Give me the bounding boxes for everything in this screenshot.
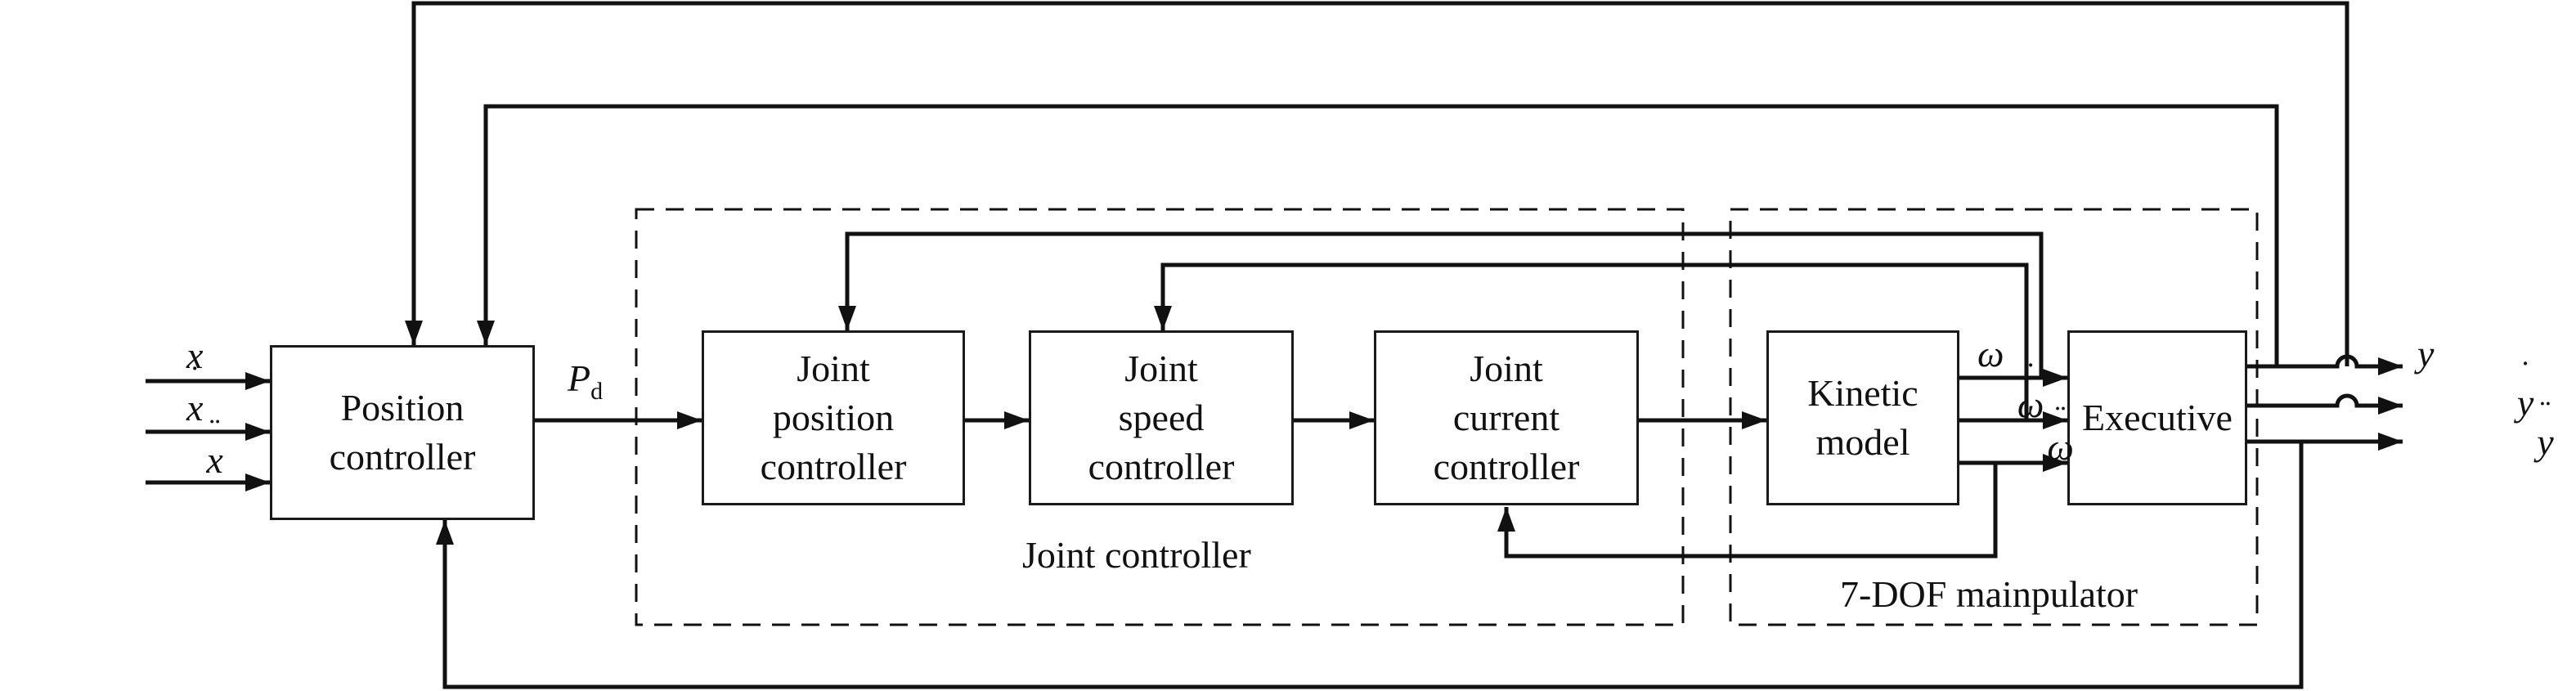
pd-subscript: d: [590, 378, 604, 406]
joint-current-controller-block: Joint current controller: [1374, 330, 1639, 505]
joint-current-controller-line-3: controller: [1433, 446, 1580, 487]
feedback-to-speed-controller: [1154, 262, 2029, 420]
joint-position-controller-line-2: position: [772, 397, 895, 438]
position-controller-line-2: controller: [329, 436, 476, 478]
kinetic-model-line-1: Kinetic: [1807, 372, 1919, 414]
feedback-y-top: [405, 1, 2349, 366]
joint-speed-controller-line-1: Joint: [1124, 348, 1198, 389]
input-label-x-ddot: x: [206, 442, 222, 479]
feedback-to-current-controller: [1497, 463, 1998, 559]
kinetic-model-block: Kinetic model: [1766, 330, 1959, 505]
kinetic-model-line-2: model: [1815, 421, 1910, 463]
joint-controller-group-border: [635, 208, 1685, 626]
executive-label: Executive: [2082, 397, 2233, 438]
output-label-y: y: [2417, 333, 2435, 375]
joint-position-controller-block: Joint position controller: [702, 330, 965, 505]
output-label-y-ddot: y: [2537, 424, 2553, 461]
manipulator-group-label: 7-DOF mainpulator: [1840, 573, 2138, 615]
joint-position-controller-line-3: controller: [760, 446, 907, 487]
joint-speed-controller-line-2: speed: [1118, 397, 1205, 438]
feedback-y-dot: [477, 104, 2279, 366]
executive-block: Executive: [2067, 330, 2247, 505]
joint-speed-controller-line-3: controller: [1088, 446, 1235, 487]
position-controller-line-1: Position: [340, 387, 464, 429]
feedback-y-ddot-bottom: [436, 442, 2304, 689]
omega-ddot-label: ω: [2047, 429, 2073, 466]
joint-current-controller-line-2: current: [1452, 397, 1560, 438]
input-label-x-dot: x: [186, 389, 203, 427]
omega-dot-label: ω: [2017, 386, 2044, 424]
joint-position-controller-line-1: Joint: [797, 348, 870, 389]
pd-symbol: P: [568, 357, 591, 399]
omega-label: ω: [1977, 333, 2004, 375]
feedback-to-joint-position-controller: [838, 231, 2044, 378]
joint-controller-group-label: Joint controller: [1022, 534, 1251, 576]
joint-speed-controller-block: Joint speed controller: [1029, 330, 1294, 505]
pd-label: Pd: [568, 360, 603, 404]
output-label-y-dot: y: [2517, 384, 2533, 422]
output-arrow-y-dot: [2247, 393, 2403, 415]
output-arrow-y: [2247, 354, 2403, 375]
position-controller-block: Position controller: [270, 345, 535, 520]
joint-current-controller-line-1: Joint: [1470, 348, 1543, 389]
